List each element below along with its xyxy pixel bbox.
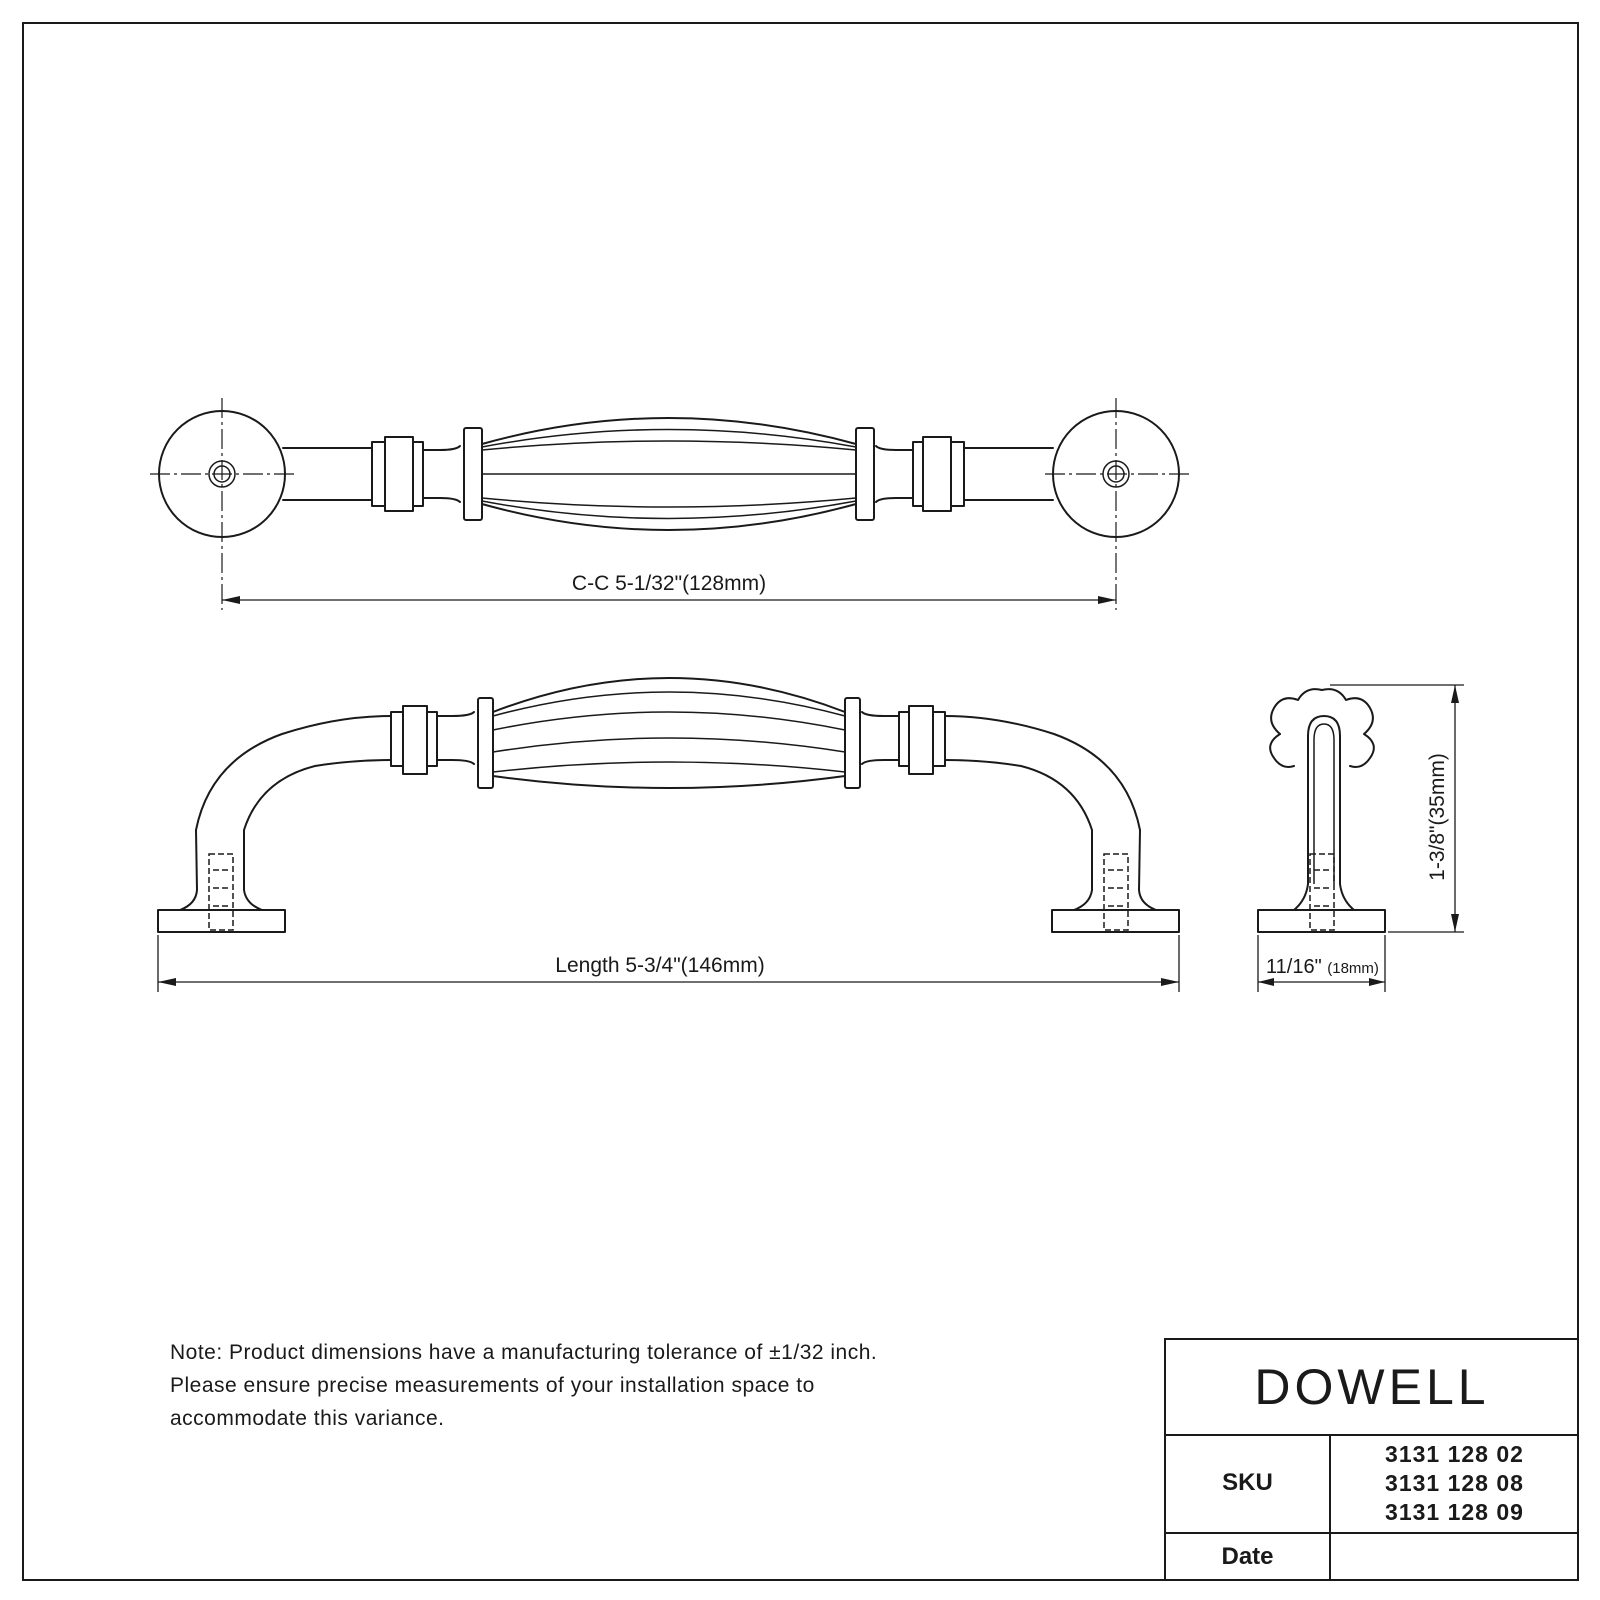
height-dimension: 1-3/8"(35mm) (1330, 684, 1464, 933)
date-label: Date (1166, 1534, 1331, 1580)
height-dimension-label: 1-3/8"(35mm) (1426, 753, 1449, 881)
sku-value: 3131 128 02 (1385, 1440, 1524, 1467)
date-value (1331, 1534, 1578, 1580)
tolerance-note: Note: Product dimensions have a manufact… (170, 1336, 1050, 1435)
brand-logo: DOWELL (1166, 1340, 1578, 1436)
sheet-border (22, 22, 1579, 1581)
projection-dimension: 11/16" (18mm) (1257, 935, 1386, 992)
sku-value: 3131 128 09 (1385, 1498, 1524, 1525)
length-dimension-label: Length 5-3/4"(146mm) (555, 954, 764, 977)
projection-main-text: 11/16" (1266, 956, 1322, 978)
note-line-2: Please ensure precise measurements of yo… (170, 1374, 815, 1397)
note-line-1: Note: Product dimensions have a manufact… (170, 1341, 878, 1364)
top-view (150, 398, 1192, 610)
sku-label: SKU (1166, 1434, 1331, 1534)
note-line-3: accommodate this variance. (170, 1407, 445, 1430)
sku-values: 3131 128 02 3131 128 08 3131 128 09 (1331, 1434, 1578, 1534)
projection-sub-text: (18mm) (1327, 960, 1379, 977)
side-view (1257, 688, 1386, 933)
sku-value: 3131 128 08 (1385, 1469, 1524, 1496)
title-block: DOWELL SKU 3131 128 02 3131 128 08 3131 … (1164, 1338, 1578, 1580)
projection-dimension-label: 11/16" (18mm) (1266, 956, 1379, 978)
length-dimension: Length 5-3/4"(146mm) (157, 935, 1180, 992)
cc-dimension-label: C-C 5-1/32"(128mm) (572, 572, 766, 595)
front-view (157, 677, 1180, 933)
cc-dimension: C-C 5-1/32"(128mm) (222, 572, 1116, 604)
